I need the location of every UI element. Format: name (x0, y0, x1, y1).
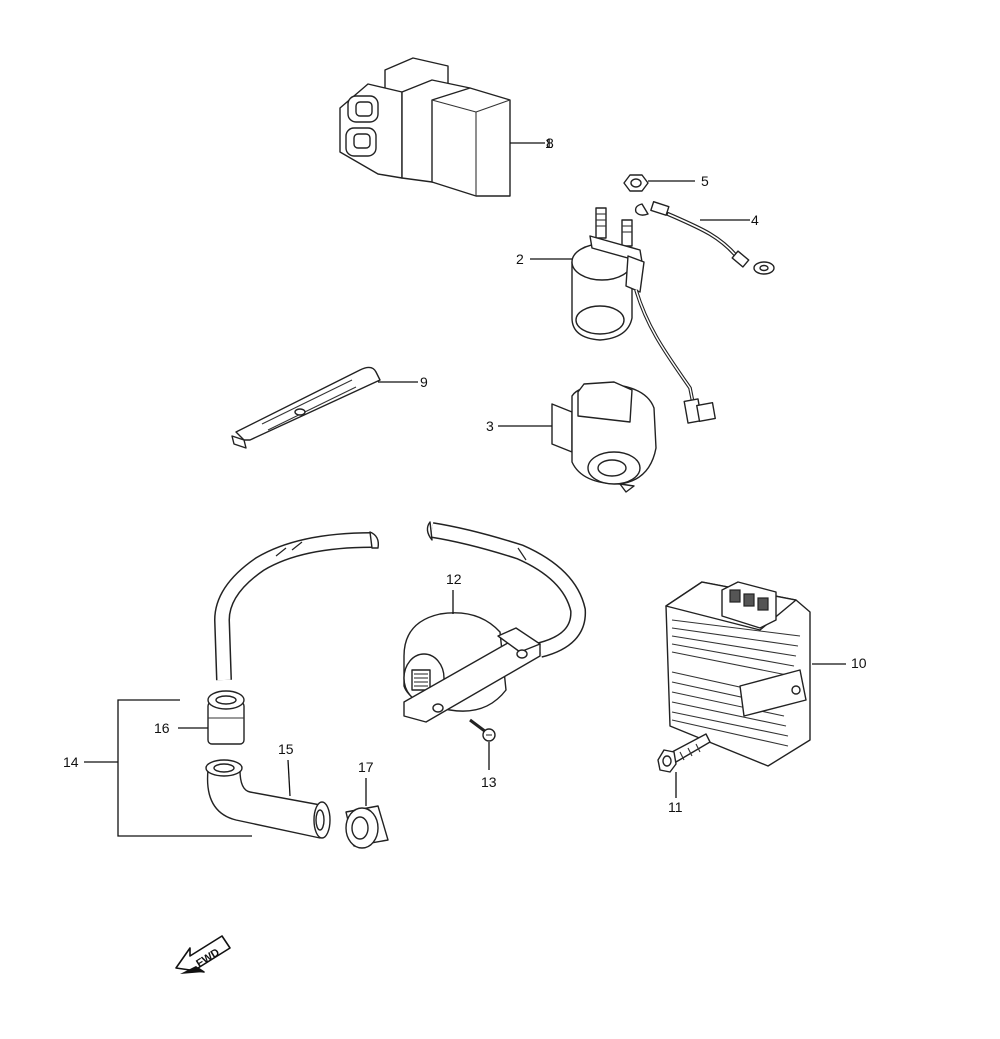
callout-9: 9 (420, 374, 428, 390)
callout-11: 11 (668, 799, 683, 815)
fwd-direction-arrow: FWD (175, 935, 231, 974)
callout-1: 1 (545, 135, 553, 151)
callout-15: 15 (278, 741, 294, 757)
bolt-11-part (657, 733, 711, 773)
starter-relay-part (571, 207, 716, 424)
callout-13: 13 (481, 774, 497, 790)
screw-13-part (469, 718, 496, 742)
plug-cap-assembly (205, 531, 389, 849)
callout-16: 16 (154, 720, 170, 736)
regulator-rectifier-part (665, 581, 811, 767)
ignition-coil-part (403, 521, 587, 723)
relay-part (339, 57, 511, 197)
callout-4: 4 (751, 212, 759, 228)
lead-wire-part (634, 201, 775, 275)
callout-3: 3 (486, 418, 494, 434)
ignition-unit-part (551, 381, 657, 493)
callout-12: 12 (446, 571, 462, 587)
nut-part (623, 174, 649, 192)
callout-17: 17 (358, 759, 374, 775)
strap-bracket-part (231, 366, 381, 449)
callout-5: 5 (701, 173, 709, 189)
callout-8: 8 (546, 135, 554, 151)
callout-10: 10 (851, 655, 867, 671)
callout-2: 2 (516, 251, 524, 267)
callout-14: 14 (63, 754, 79, 770)
